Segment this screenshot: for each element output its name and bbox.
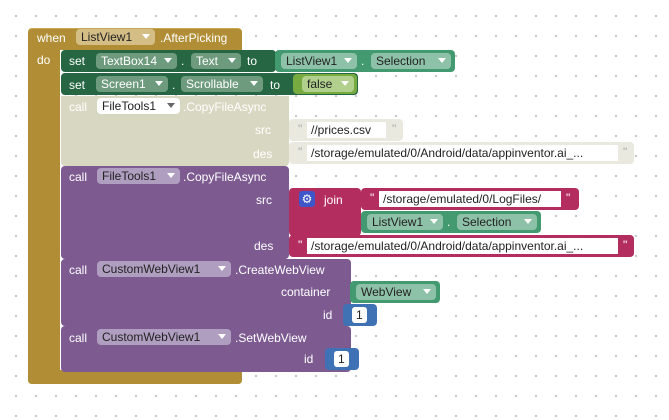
webview-component-label: WebView <box>361 285 412 299</box>
copy1-des-label: des <box>253 147 273 161</box>
id-number-value[interactable]: 1 <box>334 351 349 367</box>
call-keyword: call <box>69 331 88 345</box>
chevron-down-icon <box>423 289 431 294</box>
to-keyword: to <box>270 78 281 92</box>
dot-separator: . <box>181 54 185 68</box>
chevron-down-icon <box>228 58 236 63</box>
dot-separator: . <box>447 215 451 229</box>
copy2-component-label: FileTools1 <box>102 169 157 183</box>
join-label: join <box>324 193 343 207</box>
do-label: do <box>37 53 51 67</box>
quote-close-icon: " <box>566 191 571 205</box>
webview-component-dropdown[interactable]: WebView <box>356 284 436 300</box>
join-component-label: ListView1 <box>372 215 424 229</box>
quote-open-icon: " <box>370 191 375 205</box>
id-label: id <box>304 352 314 366</box>
set-keyword: set <box>69 54 86 68</box>
screen-component-dropdown[interactable]: Screen1 <box>96 76 168 92</box>
call-keyword: call <box>69 100 88 114</box>
textbox-component-label: TextBox14 <box>101 54 158 68</box>
screen-property-label: Scrollable <box>186 77 239 91</box>
screen-property-dropdown[interactable]: Scrollable <box>181 76 263 92</box>
chevron-down-icon <box>218 334 226 339</box>
set-webview-component-label: CustomWebView1 <box>102 330 201 344</box>
chevron-down-icon <box>341 81 349 86</box>
chevron-down-icon <box>155 81 163 86</box>
join-property-label: Selection <box>462 215 512 229</box>
event-component-label: ListView1 <box>81 30 133 44</box>
when-label: when <box>37 31 66 45</box>
getter-component-label: ListView1 <box>286 54 338 68</box>
chevron-down-icon <box>164 58 172 63</box>
copy2-component-dropdown[interactable]: FileTools1 <box>97 168 180 184</box>
copy2-des-label: des <box>254 239 274 253</box>
chevron-down-icon <box>344 58 352 63</box>
gear-icon[interactable]: ⚙ <box>299 191 315 207</box>
getter-property-dropdown[interactable]: Selection <box>371 53 451 69</box>
chevron-down-icon <box>438 58 446 63</box>
event-name-label: .AfterPicking <box>160 31 228 45</box>
chevron-down-icon <box>167 103 175 108</box>
copy1-component-dropdown[interactable]: FileTools1 <box>97 98 180 114</box>
event-component-dropdown[interactable]: ListView1 <box>76 29 155 45</box>
copy1-des-value[interactable]: /storage/emulated/0/Android/data/appinve… <box>307 145 618 161</box>
dot-separator: . <box>172 78 176 92</box>
copy1-method-label: .CopyFileAsync <box>183 100 267 114</box>
chevron-down-icon <box>250 81 258 86</box>
copy1-src-value[interactable]: //prices.csv <box>307 122 386 138</box>
quote-close-icon: " <box>392 122 397 136</box>
join-property-dropdown[interactable]: Selection <box>457 214 537 230</box>
join-text-value[interactable]: /storage/emulated/0/LogFiles/ <box>379 191 561 207</box>
logic-value-label: false <box>307 77 333 91</box>
create-webview-component-dropdown[interactable]: CustomWebView1 <box>97 261 231 277</box>
chevron-down-icon <box>430 219 438 224</box>
textbox-property-dropdown[interactable]: Text <box>191 53 241 69</box>
screen-component-label: Screen1 <box>101 77 146 91</box>
copy2-src-label: src <box>256 193 272 207</box>
call-keyword: call <box>69 170 88 184</box>
quote-close-icon: " <box>623 238 628 252</box>
textbox-property-label: Text <box>196 54 219 68</box>
create-webview-component-label: CustomWebView1 <box>102 262 201 276</box>
chevron-down-icon <box>142 34 150 39</box>
container-label: container <box>281 285 331 299</box>
copy2-method-label: .CopyFileAsync <box>183 170 267 184</box>
event-block-bottom <box>28 370 242 384</box>
set-webview-component-dropdown[interactable]: CustomWebView1 <box>97 329 231 345</box>
quote-open-icon: " <box>298 238 303 252</box>
dot-separator: . <box>361 54 365 68</box>
set-webview-method-label: .SetWebView <box>235 331 307 345</box>
id-number-value[interactable]: 1 <box>352 307 367 323</box>
chevron-down-icon <box>524 219 532 224</box>
to-keyword: to <box>247 54 258 68</box>
logic-value-dropdown[interactable]: false <box>302 76 354 92</box>
chevron-down-icon <box>167 173 175 178</box>
textbox-component-dropdown[interactable]: TextBox14 <box>96 53 177 69</box>
copy1-component-label: FileTools1 <box>102 99 157 113</box>
chevron-down-icon <box>218 266 226 271</box>
quote-open-icon: " <box>298 122 303 136</box>
copy1-src-label: src <box>255 123 271 137</box>
copy2-des-value[interactable]: /storage/emulated/0/Android/data/appinve… <box>307 238 618 254</box>
getter-component-dropdown[interactable]: ListView1 <box>281 53 357 69</box>
getter-property-label: Selection <box>376 54 426 68</box>
create-webview-method-label: .CreateWebView <box>235 263 325 277</box>
join-component-dropdown[interactable]: ListView1 <box>367 214 443 230</box>
quote-close-icon: " <box>623 145 628 159</box>
quote-open-icon: " <box>298 145 303 159</box>
id-label: id <box>323 308 333 322</box>
set-keyword: set <box>69 78 86 92</box>
call-keyword: call <box>69 263 88 277</box>
